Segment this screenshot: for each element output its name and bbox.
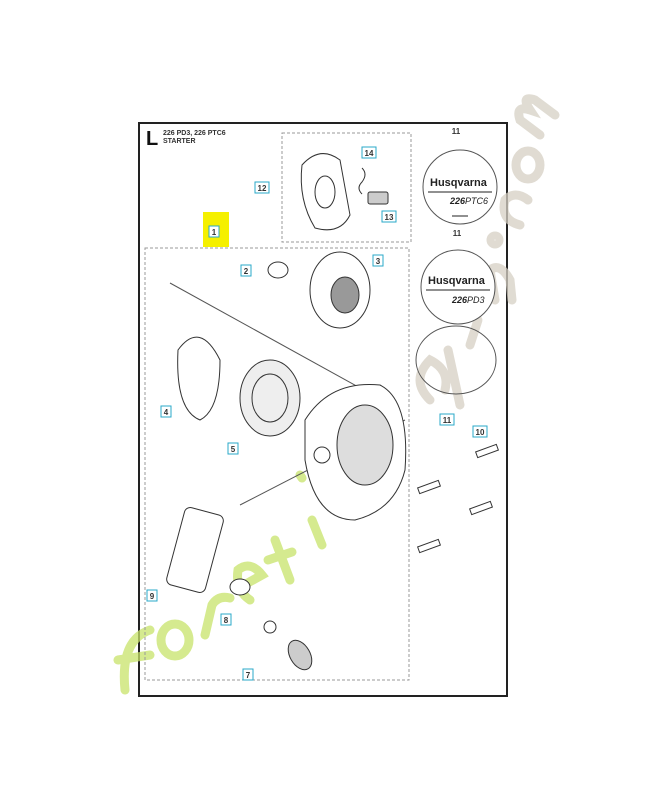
decal-brand: Husqvarna [428, 275, 486, 287]
callout-9: 9 [150, 592, 155, 601]
screws-10 [416, 443, 500, 554]
callout-14: 14 [365, 149, 374, 158]
screw-part [267, 261, 289, 279]
callout-3: 3 [376, 257, 381, 266]
callout-1: 1 [212, 228, 217, 237]
callout-8: 8 [224, 616, 229, 625]
callout-10: 10 [476, 428, 485, 437]
rope-bushing-part [229, 578, 251, 596]
callout-labels [146, 146, 488, 681]
washer-part [263, 620, 277, 634]
callout-13: 13 [385, 213, 394, 222]
starter-cover-part [300, 153, 389, 231]
decal-ptc6: Husqvarna 226PTC6 [422, 149, 498, 225]
diagram-title: STARTER [163, 138, 196, 145]
callout-11-mid: 11 [453, 229, 462, 238]
recoil-spring-part [239, 359, 301, 437]
diagram-header: 226 PD3, 226 PTC6 STARTER [163, 130, 226, 146]
spring-part [287, 639, 313, 671]
callout-12: 12 [258, 184, 267, 193]
callout-7: 7 [246, 671, 251, 680]
svg-text:226PTC6: 226PTC6 [449, 196, 488, 206]
subassembly-box-main [144, 247, 410, 681]
callout-5: 5 [231, 445, 236, 454]
section-letter: L [146, 128, 159, 150]
model-list: 226 PD3, 226 PTC6 [163, 130, 226, 137]
diagram-frame [138, 122, 508, 697]
callout-4: 4 [164, 408, 169, 417]
callout-11-top: 11 [452, 127, 461, 136]
seal-disc-part [415, 325, 497, 395]
callout-2: 2 [244, 267, 249, 276]
callout-11: 11 [443, 416, 452, 425]
starter-handle-part [166, 507, 224, 593]
subassembly-box-top [281, 132, 412, 243]
decal-pd3: Husqvarna 226PD3 [420, 249, 496, 325]
svg-text:226PD3: 226PD3 [451, 295, 485, 305]
starter-rope-part [177, 336, 221, 421]
decal-brand: Husqvarna [430, 177, 488, 189]
